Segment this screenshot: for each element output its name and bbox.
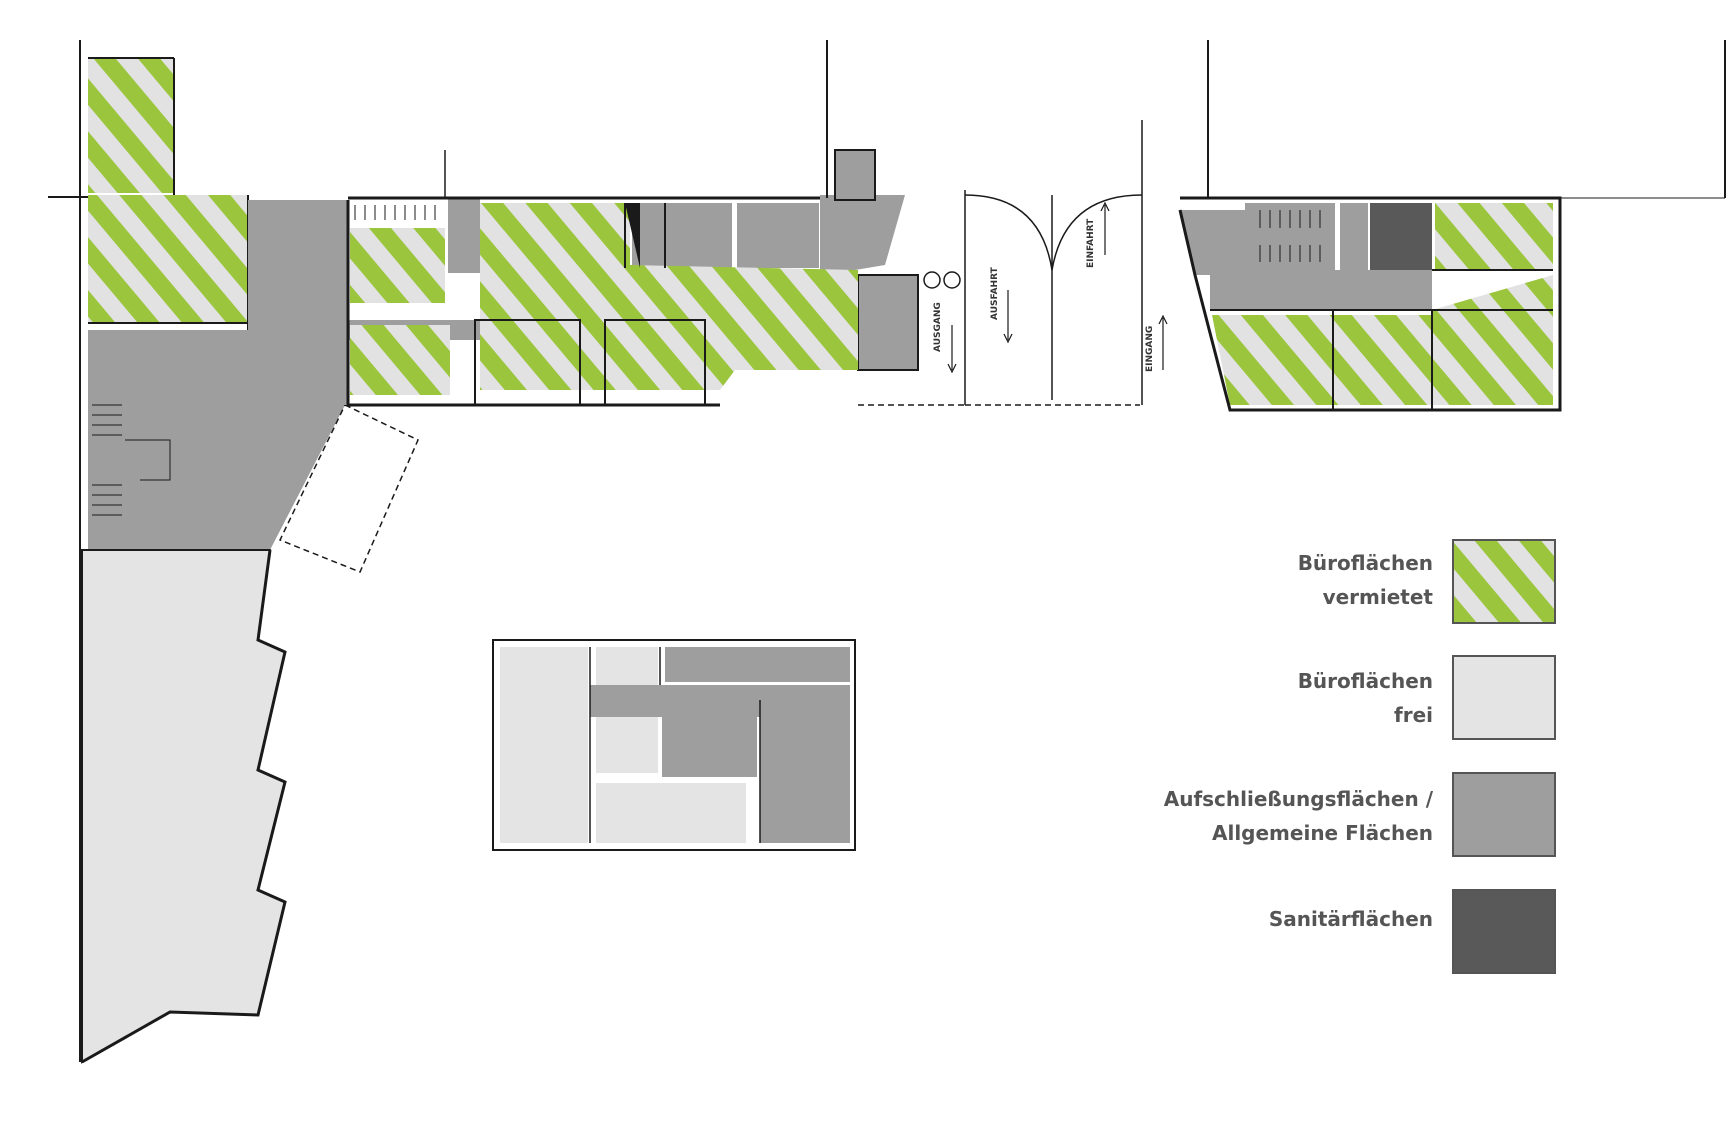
inset-free-left <box>500 647 588 843</box>
area-common-mid-block2 <box>632 203 732 268</box>
wall <box>81 549 287 1064</box>
inset-free-top <box>596 647 658 685</box>
inset-common-mid <box>662 717 757 777</box>
inset-free-mid <box>596 717 658 773</box>
area-common-right-corridor <box>1210 270 1432 310</box>
legend: Büroflächen vermietet Büroflächen frei A… <box>1164 539 1556 974</box>
area-rented-right-top <box>1435 203 1553 270</box>
middle-wing <box>248 40 966 407</box>
legend-item-common: Aufschließungsflächen / Allgemeine Fläch… <box>1164 772 1556 857</box>
area-common-right-lobby <box>1180 210 1255 275</box>
legend-swatch-common <box>1452 772 1556 857</box>
area-free-left <box>81 549 287 1064</box>
area-common-mid-stair <box>737 203 819 268</box>
legend-free-line2: frei <box>1394 703 1433 727</box>
area-common-shaft <box>834 149 876 201</box>
arrow-ausgang <box>947 325 957 374</box>
balcony-outline <box>278 404 419 573</box>
stair-right <box>1259 210 1321 262</box>
legend-common-line1: Aufschließungsflächen / <box>1164 787 1434 811</box>
legend-common-line2: Allgemeine Flächen <box>1212 821 1433 845</box>
area-rented-left-mid <box>88 195 248 323</box>
stair-mid <box>354 205 436 220</box>
area-rented-right-main <box>1212 275 1553 405</box>
label-ausfahrt: AUSFAHRT <box>990 266 1000 320</box>
area-rented-mid-c <box>350 325 450 395</box>
legend-rented-line2: vermietet <box>1323 585 1434 609</box>
left-wing <box>48 40 419 1064</box>
legend-rented-line1: Büroflächen <box>1298 551 1433 575</box>
arrow-einfahrt <box>1100 201 1110 255</box>
legend-swatch-free <box>1452 655 1556 740</box>
label-einfahrt: EINFAHRT <box>1086 218 1096 268</box>
wall <box>346 200 720 407</box>
arrow-ausfahrt <box>1003 290 1013 344</box>
label-eingang: EINGANG <box>1145 326 1155 372</box>
area-common-mid-block1 <box>448 198 480 273</box>
room-outline <box>604 319 706 406</box>
bicycle-icon <box>923 271 961 289</box>
stair-left <box>92 404 171 516</box>
area-sanitary-right <box>1370 203 1432 270</box>
area-common-mid-lobby <box>820 195 905 270</box>
inset-free-bottom <box>596 783 746 843</box>
area-rented-mid-a <box>350 228 445 303</box>
inset-plan <box>492 639 856 851</box>
legend-swatch-sanitary <box>1452 889 1556 974</box>
arrow-eingang <box>1158 314 1168 370</box>
legend-item-free: Büroflächen frei <box>1298 655 1556 740</box>
legend-item-rented: Büroflächen vermietet <box>1298 539 1556 624</box>
legend-sanitary-line1: Sanitärflächen <box>1269 907 1433 931</box>
legend-item-sanitary: Sanitärflächen <box>1269 889 1556 974</box>
room-outline <box>474 319 581 406</box>
area-common-right-block <box>1340 203 1368 273</box>
area-rented-left-top <box>88 58 174 193</box>
wall-fill <box>625 203 640 268</box>
driveway: AUSGANG AUSFAHRT EINFAHRT EINGANG <box>933 120 1168 406</box>
legend-swatch-rented <box>1452 539 1556 624</box>
area-common-mid-core <box>248 200 348 405</box>
area-common-mid-tech <box>857 274 919 371</box>
right-wing <box>1178 40 1726 412</box>
gate-swing <box>964 194 1053 271</box>
inset-common-right <box>760 700 850 843</box>
inset-common-top <box>665 647 850 682</box>
label-ausgang: AUSGANG <box>933 302 943 352</box>
legend-free-line1: Büroflächen <box>1298 669 1433 693</box>
gate-swing <box>1051 194 1143 271</box>
area-rented-mid-b <box>480 203 858 390</box>
